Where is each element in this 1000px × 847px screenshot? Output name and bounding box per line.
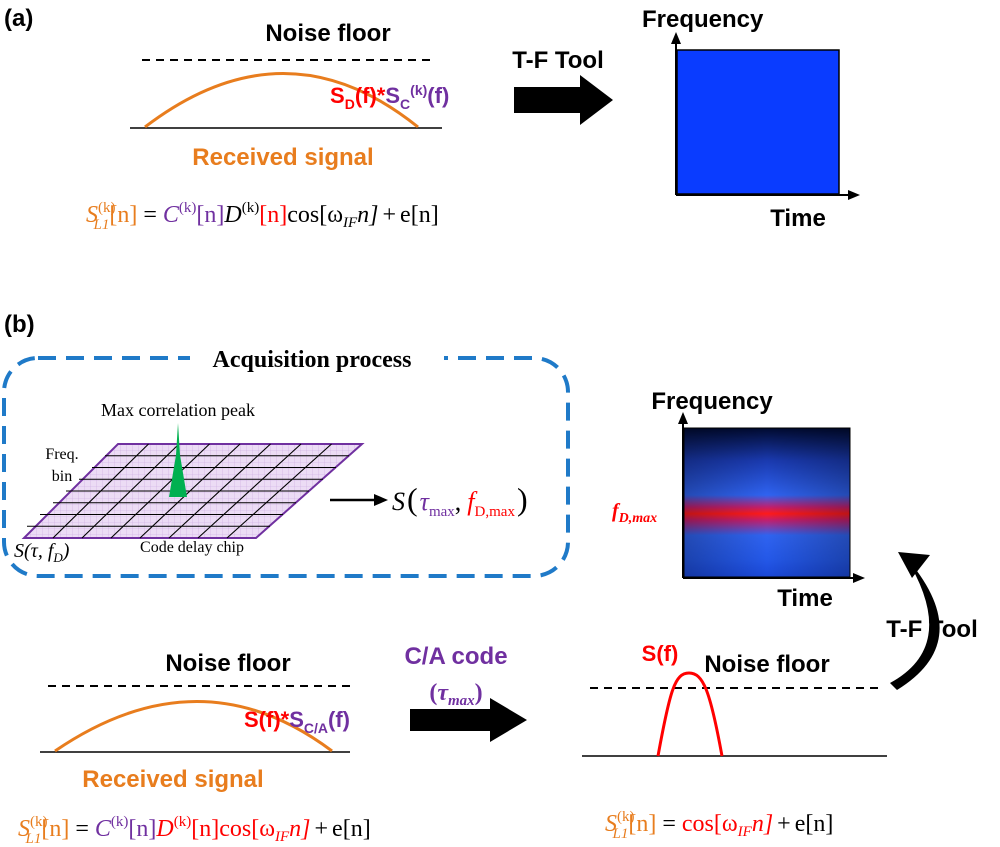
panel-a-tf-y-label: Frequency	[642, 6, 764, 33]
panel-b-noise-floor-right-label: Noise floor	[704, 651, 829, 678]
panel-a-equation: S(k)L1[n]=C(k)[n]D(k)[n]cos[ωIFn]+e[n]	[86, 200, 439, 233]
panel-b-received-signal-label: Received signal	[82, 766, 263, 793]
panel-a-product-label: SD(f)*SC(k)(f)	[330, 82, 449, 112]
panel-a-tool-arrow	[514, 75, 613, 125]
spectrogram-frame	[683, 427, 851, 578]
fd-max-label: fD,max	[612, 500, 657, 526]
panel-a-received-signal-label: Received signal	[192, 144, 373, 171]
panel-b-tool-curved-arrowhead	[898, 552, 930, 578]
panel-a-signal-curve	[144, 72, 419, 129]
sf-label: S(f)	[642, 641, 679, 666]
max-correlation-peak-label: Max correlation peak	[101, 400, 255, 420]
panel-a-tool-label: T-F Tool	[512, 47, 604, 74]
acquisition-box	[2, 356, 570, 578]
panel-b-label: (b)	[4, 311, 35, 338]
panel-a-tf-y-arrowhead	[671, 32, 681, 44]
panel-a-tf-x-arrowhead	[848, 190, 860, 200]
acquisition-title-backdrop	[190, 344, 444, 372]
panel-b-tf-x-arrowhead	[853, 573, 865, 583]
panel-b-tool-curved-arrow	[890, 556, 940, 690]
panel-b-tf-y-label: Frequency	[651, 388, 773, 415]
panel-b-signal-curve	[54, 700, 333, 753]
panel-b-tf-y-arrowhead	[678, 412, 688, 424]
panel-b-tf-x-label: Time	[777, 585, 833, 612]
freq-bin-label-line1: Freq.	[45, 446, 78, 463]
grid-function-label: S(τ, fD)	[14, 540, 70, 565]
panel-a-tf-blue-box	[676, 49, 840, 195]
panel-b-equation-right: S(k)L1[n]=cos[ωIFn]+e[n]	[605, 809, 833, 842]
acquisition-result-arrowhead	[374, 494, 388, 506]
sf-peak-curve	[656, 671, 724, 757]
acquisition-result-label: S(τmax,fD,max)	[392, 481, 528, 520]
code-delay-chip-label: Code delay chip	[140, 539, 244, 556]
freq-bin-label-line2: bin	[52, 468, 72, 485]
panel-a-tf-x-label: Time	[770, 205, 826, 232]
panel-b-noise-floor-left-label: Noise floor	[165, 650, 290, 677]
ca-tau-label: (τmax)	[429, 680, 482, 709]
panel-b-product-label: S(f)*SC/A(f)	[244, 707, 350, 736]
correlation-grid-lines	[27, 443, 349, 539]
panel-a-noise-floor-label: Noise floor	[265, 20, 390, 47]
panel-b-equation-left: S(k)L1[n]=C(k)[n]D(k)[n]cos[ωIFn]+e[n]	[18, 814, 371, 847]
panel-a-label: (a)	[4, 5, 33, 32]
acquisition-title: Acquisition process	[213, 347, 412, 373]
correlation-peak	[169, 423, 187, 497]
panel-b-tool-label: T-F Tool	[886, 616, 978, 643]
ca-code-label: C/A code	[404, 643, 507, 670]
ca-code-arrow	[410, 698, 527, 742]
